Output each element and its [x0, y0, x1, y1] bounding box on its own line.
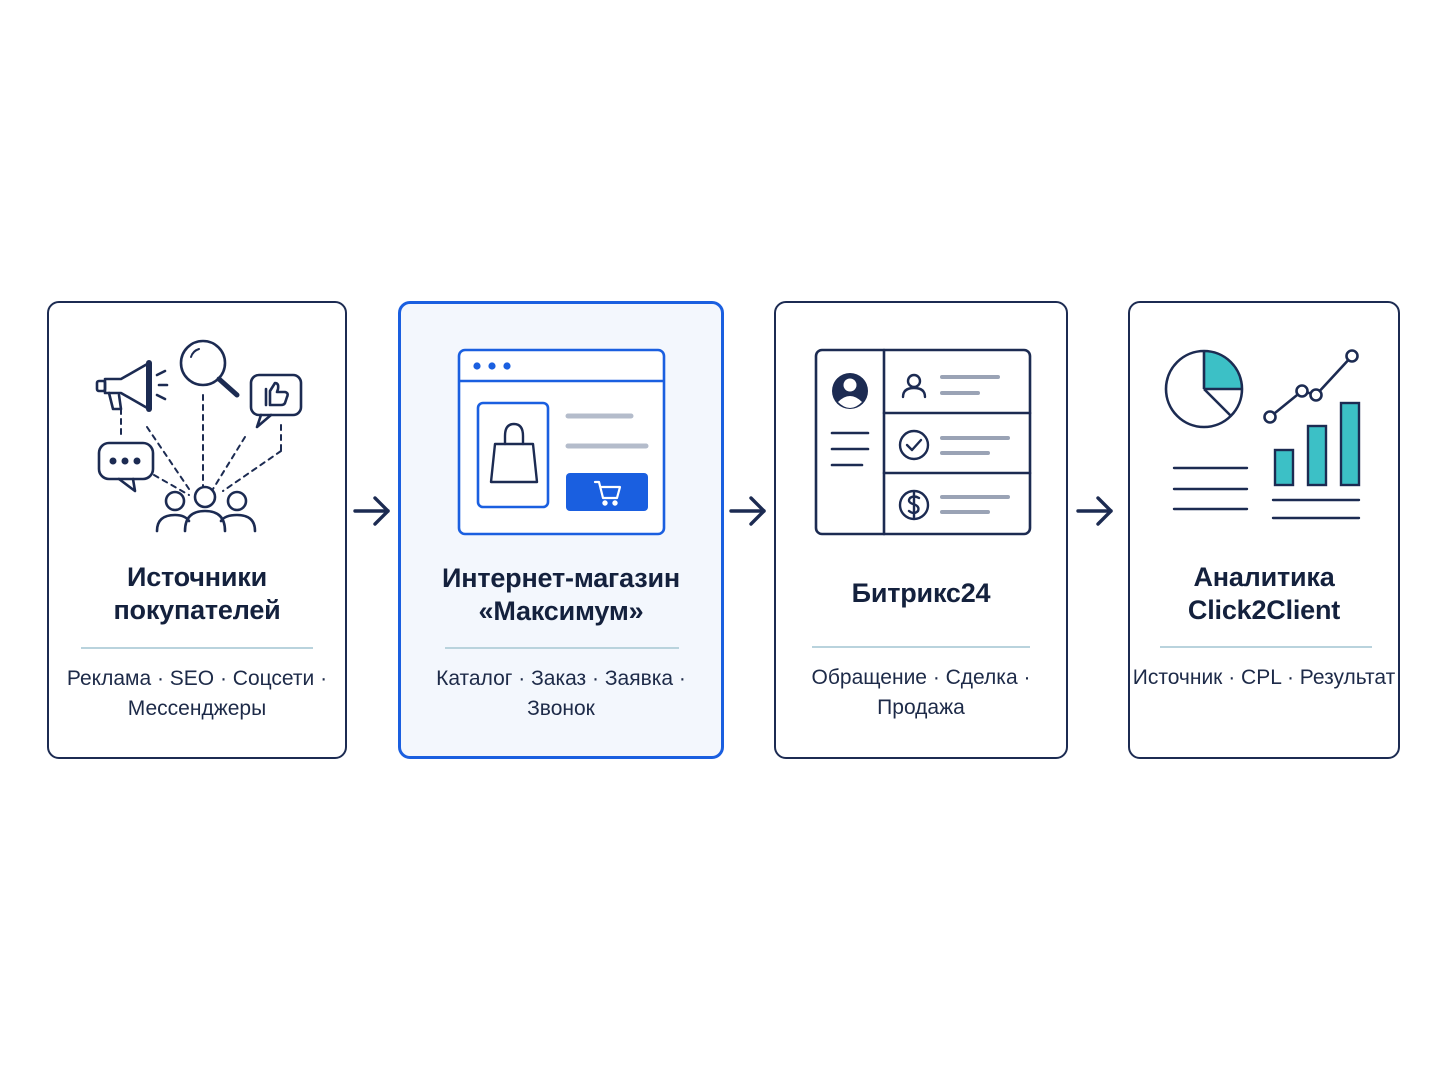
line-trend-icon — [1263, 349, 1359, 424]
step-subtitle-line: Мессенджеры — [127, 697, 267, 720]
step-card-store: Интернет-магазин «Максимум» Каталог · За… — [398, 301, 724, 759]
card-divider — [81, 647, 313, 649]
step-subtitle-line: Каталог · Заказ · Заявка · — [436, 667, 686, 690]
step-title: Битрикс24 — [776, 577, 1066, 610]
step-subtitle-line: Продажа — [877, 696, 965, 719]
step-title: Аналитика Click2Client — [1130, 561, 1398, 627]
step-title-line: Источники — [126, 562, 267, 592]
card-divider — [445, 647, 679, 649]
analytics-illustration — [1130, 339, 1398, 579]
megaphone-icon — [95, 360, 169, 412]
card-divider — [1160, 646, 1372, 648]
step-title-line: «Максимум» — [478, 596, 644, 626]
step-title: Интернет-магазин «Максимум» — [401, 562, 721, 628]
cart-icon — [566, 473, 648, 511]
step-title: Источники покупателей — [49, 561, 345, 627]
step-subtitle: Обращение · Сделка · Продажа — [776, 663, 1066, 723]
card-divider — [812, 646, 1030, 648]
step-title-line: Битрикс24 — [851, 578, 991, 608]
user-icon — [901, 373, 927, 399]
step-title-line: Click2Client — [1187, 595, 1341, 625]
crm-illustration — [776, 339, 1066, 579]
pie-chart-icon — [1164, 349, 1244, 429]
flow-arrow-icon — [1076, 496, 1113, 526]
step-card-sources: Источники покупателей Реклама · SEO · Со… — [47, 301, 347, 759]
crm-panel-icon — [814, 348, 1032, 536]
sources-illustration — [49, 339, 345, 579]
product-text-lines — [565, 413, 649, 449]
thumbs-up-icon — [249, 373, 303, 429]
bar-chart-icon — [1271, 401, 1361, 520]
step-title-line: Интернет-магазин — [442, 563, 680, 593]
step-card-crm: Битрикс24 Обращение · Сделка · Продажа — [774, 301, 1068, 759]
report-text-lines — [1172, 466, 1249, 511]
flow-arrow-icon — [353, 496, 390, 526]
step-subtitle-line: Реклама · SEO · Соцсети · — [66, 667, 328, 690]
step-card-analytics: Аналитика Click2Client Источник · CPL · … — [1128, 301, 1400, 759]
chat-bubble-icon — [97, 441, 155, 493]
step-title-line: покупателей — [113, 595, 281, 625]
people-group-icon — [155, 485, 257, 533]
magnifier-icon — [179, 339, 240, 398]
step-subtitle-line: Источник · CPL · Результат — [1132, 666, 1396, 689]
step-subtitle-line: Звонок — [527, 697, 595, 720]
step-subtitle: Реклама · SEO · Соцсети · Мессенджеры — [49, 664, 345, 724]
store-illustration — [401, 340, 721, 580]
dollar-icon — [898, 489, 930, 521]
check-icon — [898, 429, 930, 461]
shopping-bag-icon — [489, 422, 539, 484]
step-subtitle-line: Обращение · Сделка · — [811, 666, 1031, 689]
profile-avatar-icon — [832, 373, 868, 409]
step-subtitle: Источник · CPL · Результат — [1130, 663, 1398, 693]
step-title-line: Аналитика — [1193, 562, 1335, 592]
step-subtitle: Каталог · Заказ · Заявка · Звонок — [401, 664, 721, 724]
crm-text-lines — [940, 375, 1010, 514]
flow-arrow-icon — [729, 496, 766, 526]
